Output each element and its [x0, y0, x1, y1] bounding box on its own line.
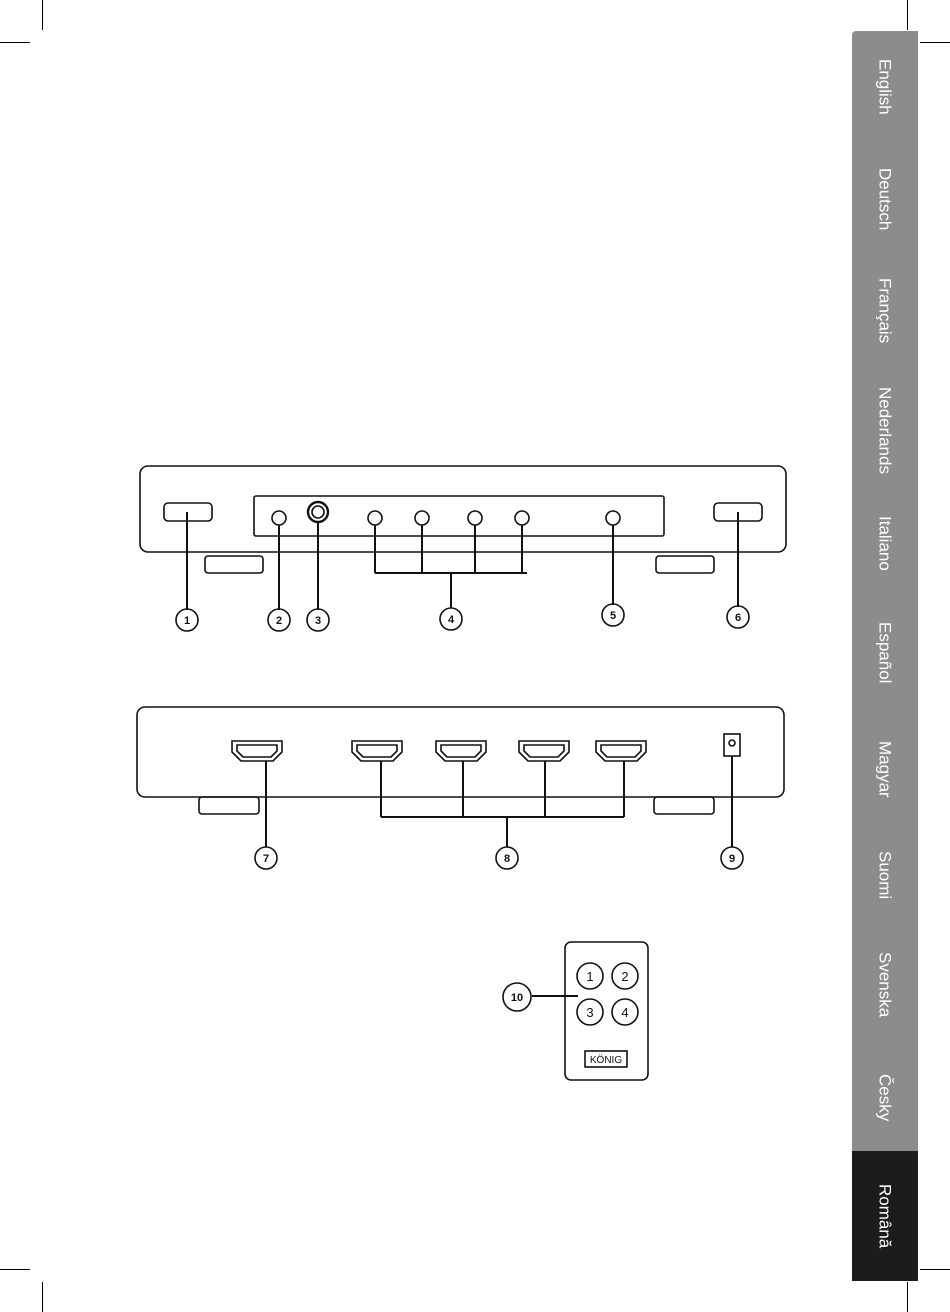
callout-label: 2 — [276, 615, 282, 627]
hdmi-input-port-1 — [352, 741, 402, 761]
remote-brand-label: KÖNIG — [590, 1054, 622, 1066]
output-led — [606, 511, 620, 525]
callout-label: 8 — [504, 853, 510, 865]
callout-label: 3 — [315, 615, 321, 627]
callout-label: 5 — [610, 610, 616, 622]
hdmi-output-port — [232, 741, 282, 761]
select-button-inner — [312, 506, 324, 518]
input-led-4 — [515, 511, 529, 525]
front-panel — [140, 466, 786, 573]
remote-button-label: 2 — [621, 969, 628, 984]
callout-label: 9 — [729, 853, 735, 865]
callout-label: 1 — [184, 615, 190, 627]
hdmi-input-port-4 — [596, 741, 646, 761]
hdmi-input-port-3 — [519, 741, 569, 761]
hdmi-input-port-2 — [436, 741, 486, 761]
input-led-3 — [468, 511, 482, 525]
power-led — [272, 511, 286, 525]
front-panel-body — [140, 466, 786, 552]
foot-left — [205, 556, 263, 573]
foot-right — [654, 797, 714, 814]
remote-button-label: 3 — [586, 1005, 593, 1020]
callout-label: 7 — [263, 853, 269, 865]
dc-power-jack — [724, 734, 740, 756]
foot-left — [199, 797, 259, 814]
callout-label: 6 — [735, 612, 741, 624]
back-panel-body — [137, 707, 784, 797]
callout-label: 10 — [511, 992, 523, 1004]
remote-button-label: 1 — [586, 969, 593, 984]
select-button — [308, 502, 328, 522]
input-led-2 — [415, 511, 429, 525]
callout-label: 4 — [448, 614, 455, 626]
input-led-1 — [368, 511, 382, 525]
foot-right — [656, 556, 714, 573]
remote-button-label: 4 — [621, 1005, 628, 1020]
back-panel — [137, 707, 784, 814]
